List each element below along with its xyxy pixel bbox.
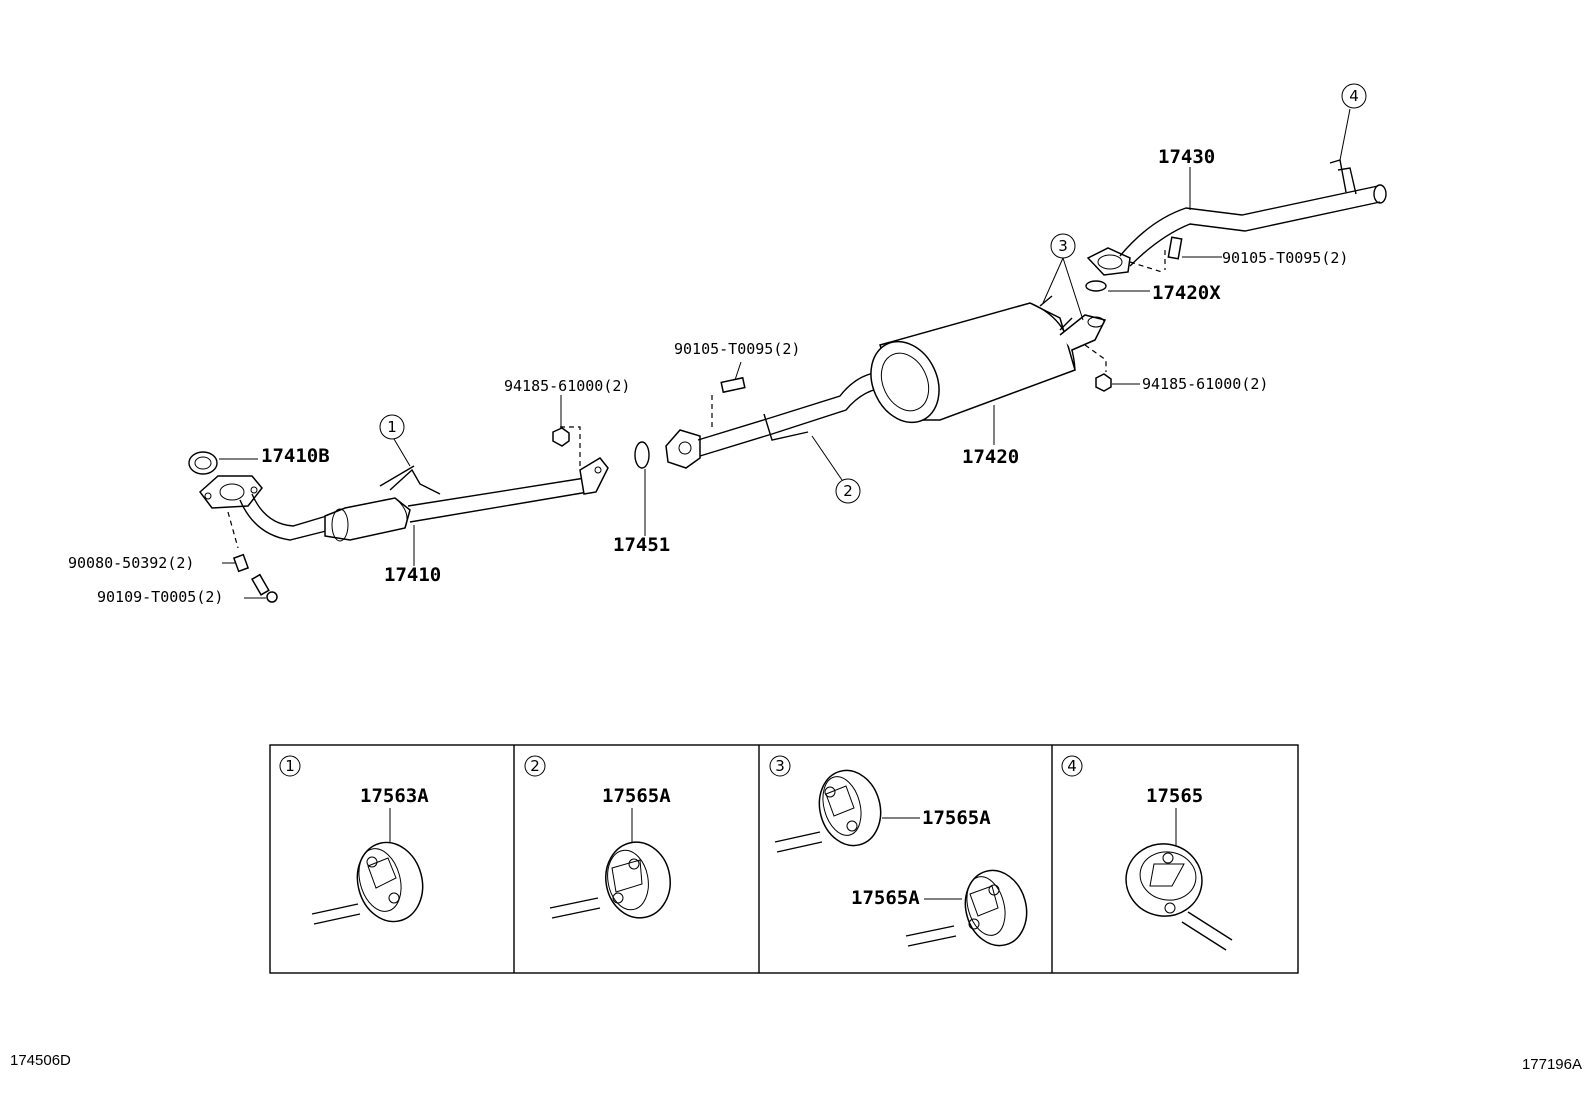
gasket-17451 <box>634 441 650 536</box>
svg-text:2: 2 <box>843 482 853 500</box>
svg-text:3: 3 <box>1058 237 1068 255</box>
svg-text:1: 1 <box>285 757 295 775</box>
label-90105-T0095-mid: 90105-T0095(2) <box>674 340 800 358</box>
detail-panels <box>269 744 1299 974</box>
hanger-rubber-icon <box>964 869 1028 947</box>
footer-ref-left: 174506D <box>10 1052 71 1069</box>
tail-pipe-assembly <box>1085 108 1387 292</box>
panel-2: 2 17565A <box>524 755 671 919</box>
label-17410: 17410 <box>384 564 441 586</box>
callout-3: 3 <box>1050 233 1076 259</box>
hanger-rubber-icon <box>1125 843 1203 917</box>
muffler-assembly <box>665 257 1140 481</box>
svg-text:17565A: 17565A <box>851 887 920 909</box>
svg-text:17563A: 17563A <box>360 785 429 807</box>
hanger-rubber-icon <box>356 841 424 923</box>
svg-text:17565: 17565 <box>1146 785 1203 807</box>
label-17420X: 17420X <box>1152 282 1221 304</box>
hanger-rubber-icon <box>605 841 671 919</box>
svg-text:4: 4 <box>1349 87 1359 105</box>
panel-4: 4 17565 <box>1061 755 1233 951</box>
label-17430: 17430 <box>1158 146 1215 168</box>
svg-text:1: 1 <box>387 418 397 436</box>
svg-text:2: 2 <box>530 757 540 775</box>
svg-text:17565A: 17565A <box>922 807 991 829</box>
callout-1: 1 <box>379 414 411 467</box>
panel-1: 1 17563A <box>279 755 429 925</box>
label-90105-T0095-right: 90105-T0095(2) <box>1222 249 1348 267</box>
label-17420: 17420 <box>962 446 1019 468</box>
hanger-rubber-icon <box>818 769 882 847</box>
svg-text:17565A: 17565A <box>602 785 671 807</box>
label-17410B: 17410B <box>261 445 330 467</box>
label-17451: 17451 <box>613 534 670 556</box>
label-94185-61000-right: 94185-61000(2) <box>1142 375 1268 393</box>
label-90080-50392: 90080-50392(2) <box>68 554 194 572</box>
footer-ref-right: 177196A <box>1522 1056 1582 1073</box>
panel-3: 3 17565A 17565A <box>769 755 1028 947</box>
callout-2: 2 <box>835 478 861 504</box>
front-pipe-assembly <box>188 395 609 603</box>
label-90109-T0005: 90109-T0005(2) <box>97 588 223 606</box>
svg-text:3: 3 <box>775 757 785 775</box>
svg-text:4: 4 <box>1067 757 1077 775</box>
label-94185-61000-left: 94185-61000(2) <box>504 377 630 395</box>
callout-4: 4 <box>1341 83 1367 109</box>
